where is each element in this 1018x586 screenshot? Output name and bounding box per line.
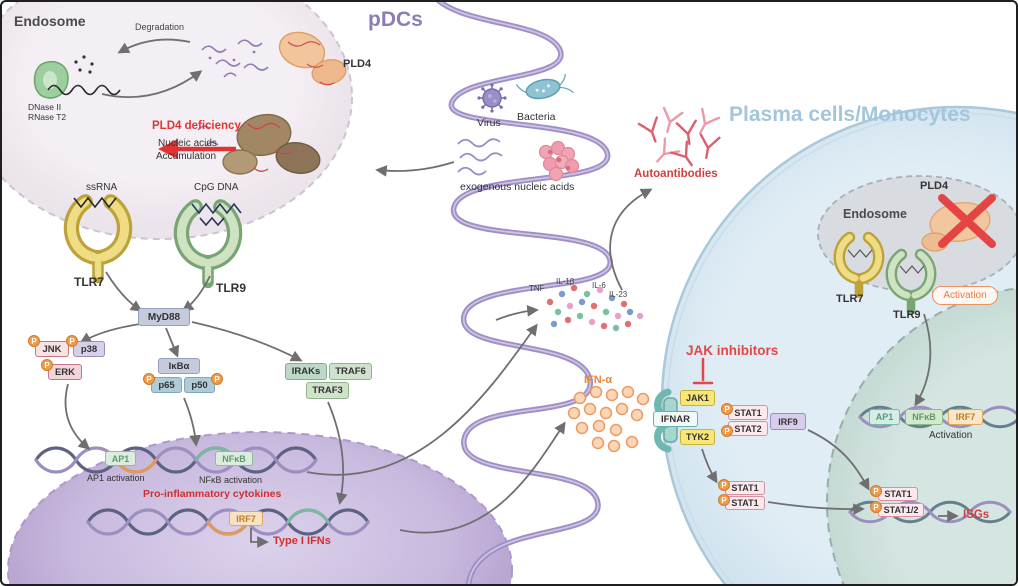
dnase-enzyme-icon [33,55,121,99]
pld4-deficiency-label: PLD4 deficiency [152,120,241,132]
nfkb-activation-label: NFκB activation [199,475,263,485]
phospho-badge: P [718,494,730,506]
stat2-box: STAT2 [728,421,768,436]
stat1-homodimer-box-1: STAT1 [725,481,765,495]
phospho-badge: P [721,425,733,437]
il6-label: IL-6 [592,281,606,290]
ssrna-label: ssRNA [86,182,118,193]
dnase-label: DNase II [28,102,62,112]
ssrna-ligand [73,196,117,209]
phospho-badge: P [41,359,53,371]
red-x-icon [938,194,996,248]
phospho-badge: P [870,501,882,513]
isgs-label: ISGs [963,509,990,521]
plasma-tlr7-ligand [847,249,873,258]
jnk-box: JNK [35,341,69,357]
autoantibodies-label: Autoantibodies [634,168,718,180]
virus-icon [477,83,507,113]
myd88-box: MyD88 [138,308,190,326]
plasma-nfkb-box: NFκB [905,409,943,425]
pdc-nucleus [7,431,513,584]
plasma-pld4-label: PLD4 [920,180,949,192]
degradation-label: Degradation [135,22,185,32]
phospho-badge: P [28,335,40,347]
bacteria-label: Bacteria [517,111,556,123]
jak-inhibitors-label: JAK inhibitors [686,343,779,358]
cytokine-dots [546,284,644,332]
nucleus-stat1-box: STAT1 [878,487,918,501]
irf7-box: IRF7 [229,511,263,526]
phospho-badge: P [870,485,882,497]
plasma-tlr9-ligand [899,265,925,274]
stat1-box: STAT1 [728,405,768,420]
phospho-badge: P [143,373,155,385]
endosome-label: Endosome [14,13,86,29]
exogenous-nucleic-acids-label: exogenous nucleic acids [460,181,575,193]
jak-inhibition-icon [692,357,714,385]
debris-cell-icon [538,140,580,182]
nucleus-stat1-2-box: STAT1/2 [878,503,924,517]
ikba-box: IκBα [158,358,200,374]
jak1-box: JAK1 [680,390,715,406]
tyk2-box: TYK2 [680,429,715,445]
ifnar-box: IFNAR [653,411,698,427]
pld4-label: PLD4 [343,58,372,70]
autoantibody-icons [637,106,721,167]
exogenous-na-squiggles [457,138,503,176]
il23-label: IL-23 [609,290,628,299]
pdcs-title: pDCs [368,8,423,31]
nfkb-box: NFκB [215,451,253,466]
plasma-pld4-blocked [921,194,996,252]
p65-box: p65 [151,377,182,393]
plasma-activation-label: Activation [929,430,973,441]
degraded-fragments [201,39,269,78]
virus-label: Virus [477,117,501,129]
p50-box: p50 [184,377,215,393]
tnf-label: TNF [529,284,545,293]
type1-ifns-label: Type I IFNs [273,535,331,547]
ifna-label: IFN-α [584,374,613,386]
accumulation-label: Accumulation [156,151,217,162]
p38-box: p38 [73,341,105,357]
nucleic-acids-label: Nucleic acids [158,138,217,149]
cpg-dna-label: CpG DNA [194,182,239,193]
pdc-membrane [436,2,613,584]
il1b-label: IL-1β [556,277,575,286]
phospho-badge: P [211,373,223,385]
plasma-irf7-box: IRF7 [948,409,983,425]
signal-arrows [64,38,959,548]
phospho-badge: P [718,479,730,491]
rnase-label: RNase T2 [28,112,67,122]
plasma-endosome-label: Endosome [843,207,907,221]
tlr7-receptor-icon [63,194,133,284]
tlr7-label: TLR7 [74,275,104,289]
tlr9-label: TLR9 [216,281,246,295]
phospho-badge: P [721,403,733,415]
traf3-box: TRAF3 [306,382,349,399]
plasma-tlr9-icon [885,248,937,315]
erk-box: ERK [48,364,82,380]
plasma-ap1-box: AP1 [869,409,900,425]
iraks-box: IRAKs [285,363,327,380]
irf9-box: IRF9 [770,413,806,430]
plasma-tlr7-icon [833,231,885,298]
bacteria-icon [515,73,574,100]
pld4-protein-icon [278,31,347,86]
pdc-endosome [2,2,353,240]
plasma-tlr9-label: TLR9 [893,309,921,321]
plasma-title: Plasma cells/Monocytes [729,103,971,126]
ap1-box: AP1 [105,451,136,466]
stat1-homodimer-box-2: STAT1 [725,496,765,510]
proinflammatory-cytokines-label: Pro-inflammatory cytokines [143,488,282,500]
ap1-activation-label: AP1 activation [87,473,145,483]
cpg-ligand [191,202,242,227]
plasma-tlr7-label: TLR7 [836,293,864,305]
phospho-badge: P [66,335,78,347]
accumulated-nucleic-acids [197,113,321,175]
activation-badge: Activation [932,286,998,305]
traf6-box: TRAF6 [329,363,372,380]
ifn-alpha-dots [567,385,650,453]
